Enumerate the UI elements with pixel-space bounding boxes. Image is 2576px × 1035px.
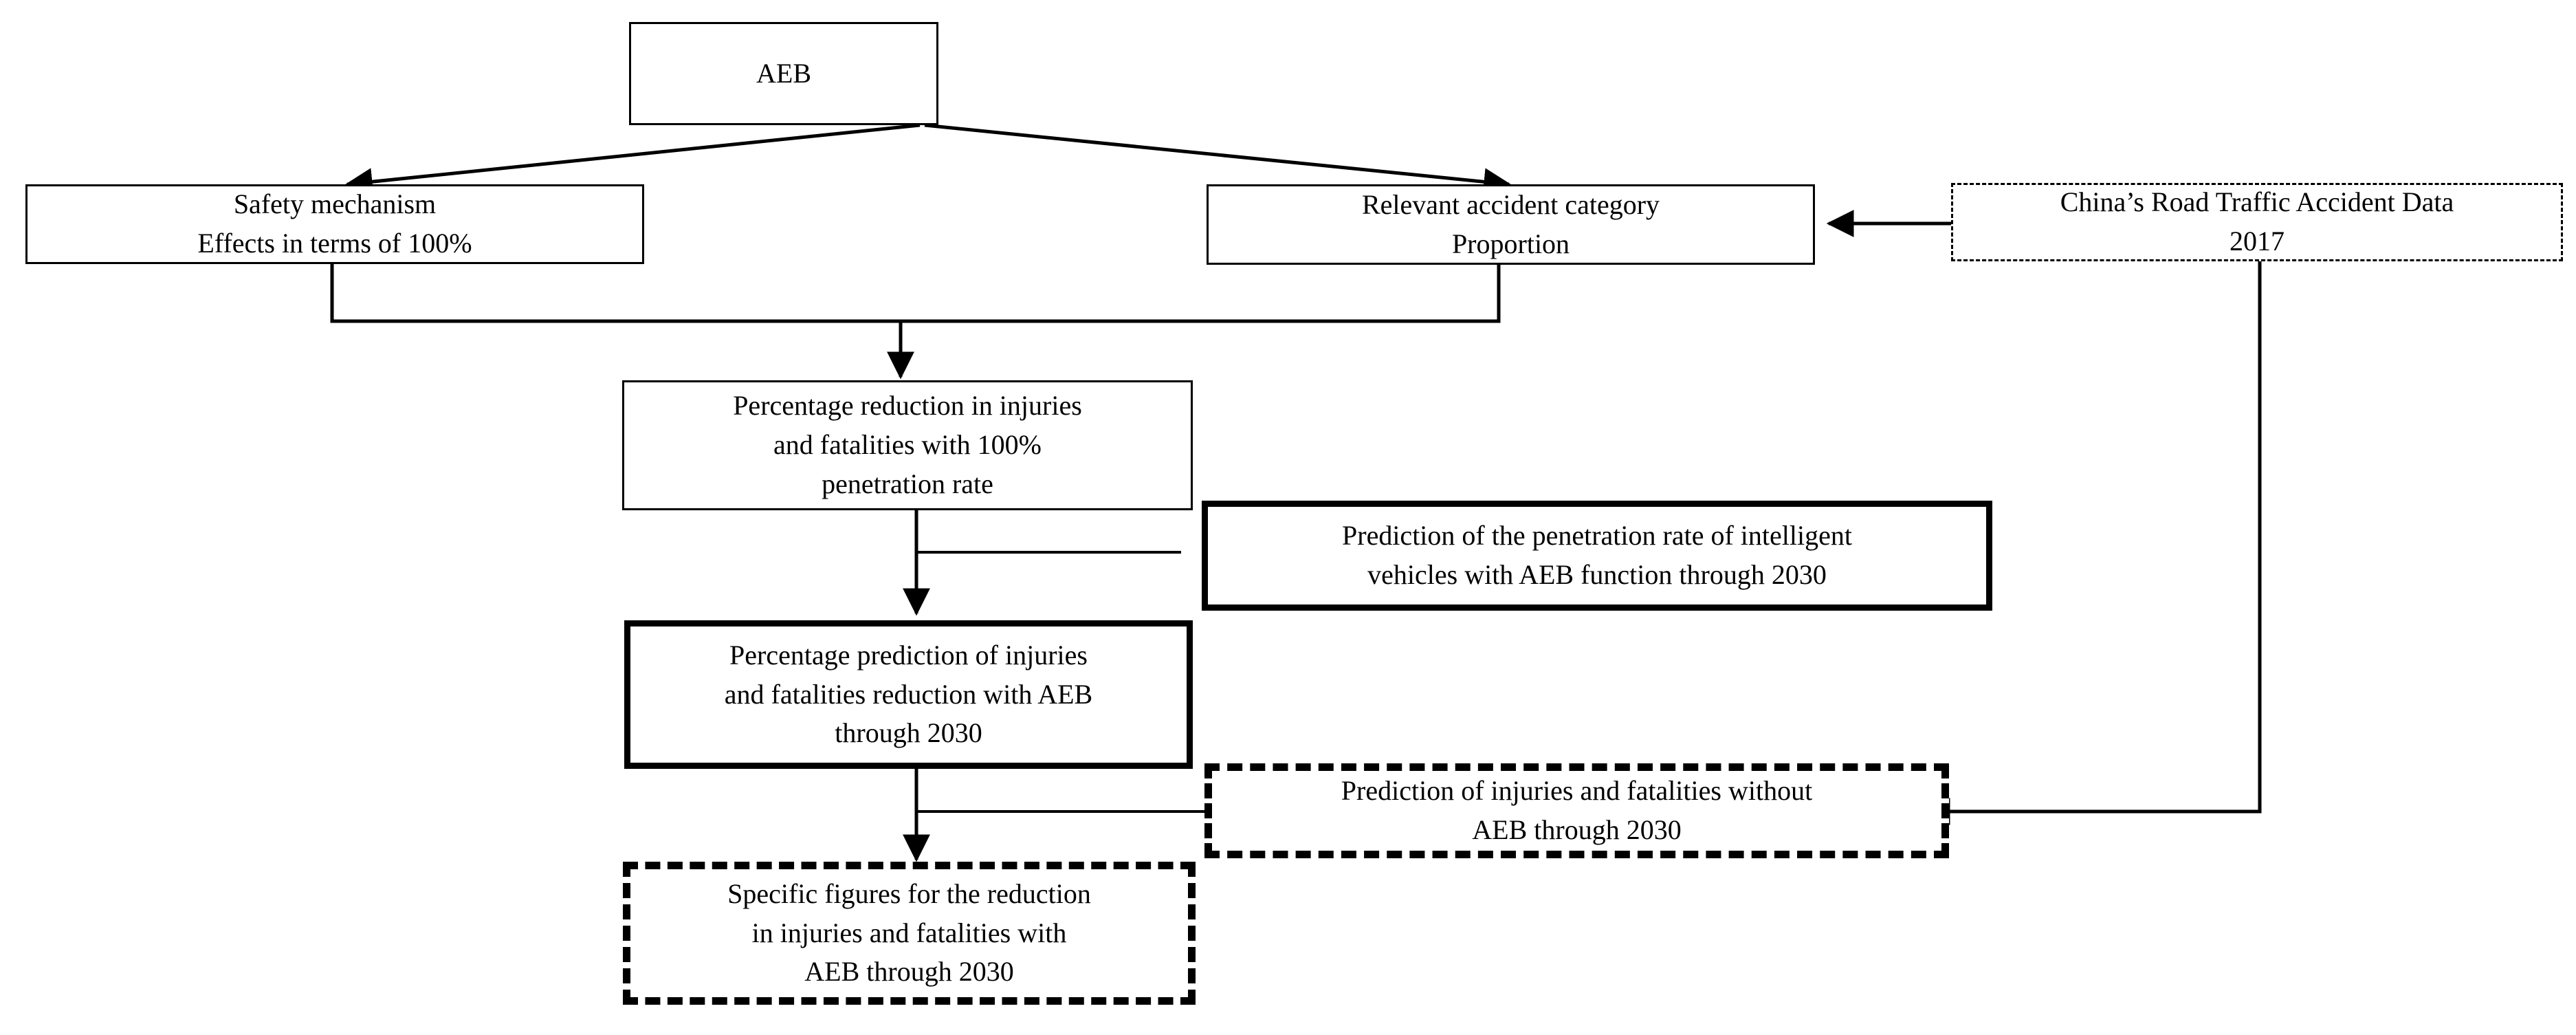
percentage-prediction-line-3: through 2030 (835, 717, 982, 749)
percentage-prediction-line-1: Percentage prediction of injuries (729, 639, 1088, 671)
china-data-line-2: 2017 (2230, 226, 2285, 257)
safety-mechanism-line-1: Safety mechanism (233, 188, 437, 220)
specific-figures-line-3: AEB through 2030 (804, 956, 1014, 988)
percentage-prediction-node[interactable]: Percentage prediction of injuries and fa… (624, 620, 1193, 769)
relevant-accident-category-node[interactable]: Relevant accident category Proportion (1207, 184, 1815, 265)
prediction-without-aeb-node[interactable]: Prediction of injuries and fatalities wi… (1204, 763, 1949, 858)
penetration-prediction-line-2: vehicles with AEB function through 2030 (1367, 559, 1827, 590)
china-data-line-1: China’s Road Traffic Accident Data (2060, 186, 2454, 218)
china-road-traffic-accident-data-node[interactable]: China’s Road Traffic Accident Data 2017 (1951, 183, 2563, 261)
penetration-prediction-line-1: Prediction of the penetration rate of in… (1342, 520, 1852, 552)
percentage-reduction-line-3: penetration rate (822, 468, 993, 499)
percentage-reduction-line-2: and fatalities with 100% (773, 429, 1042, 461)
edge-aeb-to-relevant-accident (924, 123, 1512, 196)
aeb-node-line-1: AEB (756, 57, 811, 89)
percentage-reduction-line-1: Percentage reduction in injuries (733, 390, 1082, 422)
edge-aeb-to-safety-mechanism (344, 123, 921, 196)
safety-mechanism-node[interactable]: Safety mechanism Effects in terms of 100… (25, 184, 644, 264)
penetration-rate-prediction-node[interactable]: Prediction of the penetration rate of in… (1202, 501, 1992, 611)
edge-safety-mechanism-to-percentage-reduction (330, 263, 914, 380)
relevant-accident-line-1: Relevant accident category (1361, 188, 1660, 220)
percentage-reduction-node[interactable]: Percentage reduction in injuries and fat… (622, 380, 1193, 510)
specific-figures-line-2: in injuries and fatalities with (751, 917, 1067, 948)
aeb-node[interactable]: AEB (629, 22, 938, 125)
percentage-prediction-line-2: and fatalities reduction with AEB (724, 678, 1093, 710)
without-aeb-line-1: Prediction of injuries and fatalities wi… (1341, 775, 1813, 807)
specific-figures-node[interactable]: Specific figures for the reduction in in… (623, 862, 1196, 1005)
relevant-accident-line-2: Proportion (1451, 228, 1570, 259)
safety-mechanism-line-2: Effects in terms of 100% (197, 228, 472, 259)
edge-relevant-accident-to-percentage-reduction (901, 265, 1501, 323)
without-aeb-line-2: AEB through 2030 (1472, 814, 1682, 845)
specific-figures-line-1: Specific figures for the reduction (727, 878, 1091, 909)
